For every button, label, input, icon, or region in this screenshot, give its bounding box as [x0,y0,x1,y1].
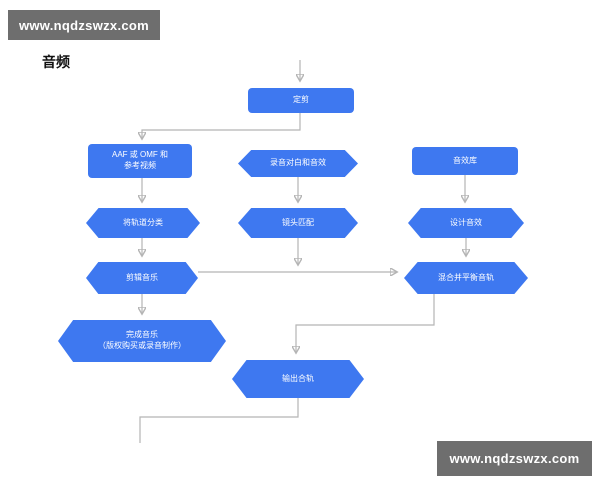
node-label: 音效库 [453,155,477,165]
node-label: 剪辑音乐 [126,272,158,282]
connector-output-continues [139,398,299,443]
node-label: 输出合轨 [282,373,314,383]
page-title: 音频 [42,54,70,70]
watermark-bottom-right: www.nqdzswzx.com [437,441,592,476]
node-label-line1: 完成音乐 [126,330,158,340]
node-label: 镜头匹配 [282,217,314,227]
node-mix-balance-tracks: 混合并平衡音轨 [404,262,528,294]
watermark-text: www.nqdzswzx.com [449,451,580,466]
node-output-mix: 输出合轨 [232,360,364,398]
connector-mixbalance-to-output [296,294,435,352]
node-label: 录音对白和音效 [270,158,326,168]
node-label: 设计音效 [450,217,482,227]
node-edit-music: 剪辑音乐 [86,262,198,294]
node-sfx-library: 音效库 [412,147,518,175]
node-shot-match: 镜头匹配 [238,208,358,238]
node-label: 将轨道分类 [123,217,163,227]
node-label-line2: 参考视频 [124,161,156,170]
connector-lock-to-aaf [142,113,301,138]
node-aaf-omf-reference-video: AAF 或 OMF 和 参考视频 [88,144,192,178]
node-classify-tracks: 将轨道分类 [86,208,200,238]
node-design-sfx: 设计音效 [408,208,524,238]
node-final-music: 完成音乐 （版权购买或录音制作） [58,320,226,362]
node-label-line2: （版权购买或录音制作） [98,341,186,350]
watermark-text: www.nqdzswzx.com [18,17,149,33]
node-picture-lock: 定剪 [248,88,354,113]
node-label-line1: AAF 或 OMF 和 [112,150,168,160]
node-label: 定剪 [293,95,309,105]
watermark-top-left: www.nqdzswzx.com [8,10,160,40]
node-record-dialog-sfx: 录音对白和音效 [238,150,358,177]
node-label: 混合并平衡音轨 [438,272,494,282]
